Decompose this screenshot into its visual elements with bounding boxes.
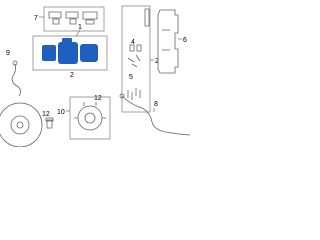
callout-7[interactable]: 7 — [34, 15, 38, 22]
hub-box — [69, 96, 111, 140]
callout-9[interactable]: 9 — [6, 50, 10, 57]
callout-5[interactable]: 5 — [129, 74, 133, 81]
caliper-bracket-illustration — [157, 9, 179, 74]
callout-10[interactable]: 10 — [57, 109, 65, 116]
brake-pads-illustration — [48, 11, 98, 25]
brake-rotor-illustration — [0, 102, 43, 147]
callout-6[interactable]: 6 — [183, 37, 187, 44]
caliper-box — [32, 35, 108, 71]
brake-hose-illustration — [11, 60, 21, 97]
hub-illustration — [74, 102, 106, 131]
caliper-illustration[interactable] — [42, 38, 98, 64]
callout-8[interactable]: 8 — [154, 101, 158, 108]
callout-11[interactable]: 12 — [42, 111, 50, 118]
brake-diagram: 7 1 2 2 6 4 5 9 12 — [0, 5, 191, 147]
bracket-box — [121, 5, 151, 113]
leader-1 — [75, 29, 81, 37]
bracket-hardware-illustration — [127, 8, 150, 100]
pad-kit-box — [43, 6, 105, 32]
callout-12[interactable]: 12 — [94, 95, 102, 102]
bolt-illustration — [45, 117, 54, 129]
sensor-wire-illustration — [119, 93, 191, 136]
callout-1[interactable]: 1 — [78, 24, 82, 31]
callout-4[interactable]: 4 — [131, 39, 135, 46]
callout-2[interactable]: 2 — [70, 72, 74, 79]
callout-3[interactable]: 2 — [155, 58, 159, 65]
